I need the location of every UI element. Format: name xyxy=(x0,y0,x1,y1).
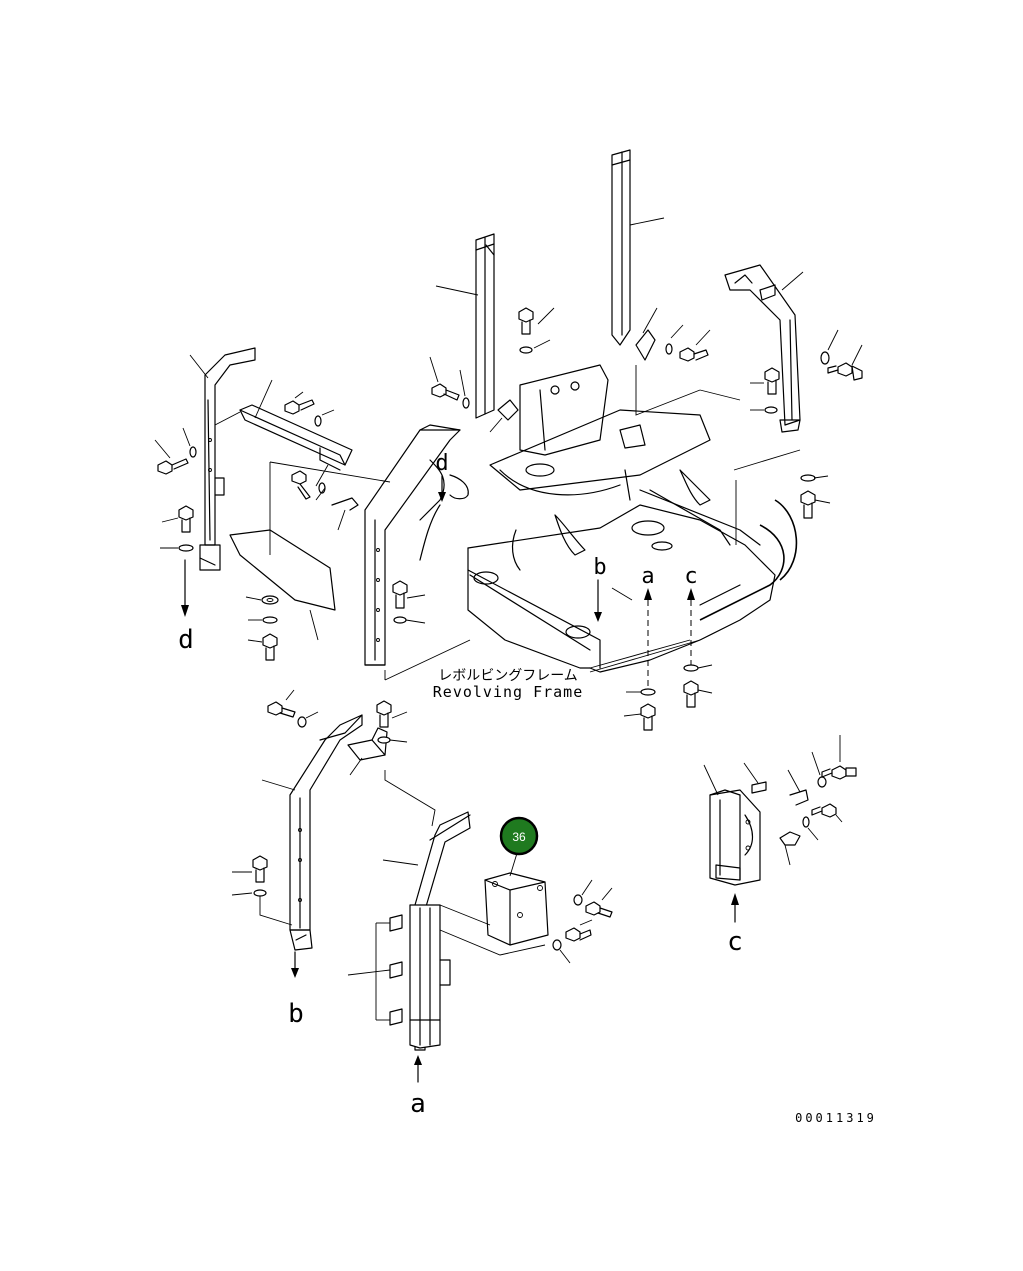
center-posts xyxy=(429,149,711,433)
caption-japanese: レボルビングフレーム xyxy=(438,668,578,684)
letter-a-bottom: a xyxy=(410,1089,426,1119)
letter-c-right: c xyxy=(727,927,743,957)
lower-right-bracket xyxy=(703,735,857,923)
letter-c-main: c xyxy=(684,564,697,589)
view-letters: b a c d d b a c xyxy=(178,451,743,1119)
letter-b-main: b xyxy=(593,555,606,580)
lower-left-post xyxy=(231,689,436,978)
callout-circle[interactable] xyxy=(499,816,539,856)
lower-center-post xyxy=(347,811,471,1083)
letter-b-bottom: b xyxy=(288,999,304,1029)
letter-d-top: d xyxy=(435,451,448,476)
revolving-frame-caption: レボルビングフレーム Revolving Frame xyxy=(433,668,583,701)
letter-a-main: a xyxy=(641,564,654,589)
right-upper-frame xyxy=(724,264,863,519)
revolving-frame-assembly xyxy=(364,364,801,681)
bolt-set-upper-left xyxy=(154,391,359,661)
drawing-number: 00011319 xyxy=(795,1111,877,1125)
cover-box-36 xyxy=(439,849,613,964)
callout-number: 36 xyxy=(512,830,526,844)
left-upper-post xyxy=(181,347,391,641)
letter-d-left: d xyxy=(178,625,194,655)
caption-english: Revolving Frame xyxy=(433,683,583,701)
bolt-set-center xyxy=(392,475,713,731)
callout-36[interactable]: 36 xyxy=(499,816,539,856)
